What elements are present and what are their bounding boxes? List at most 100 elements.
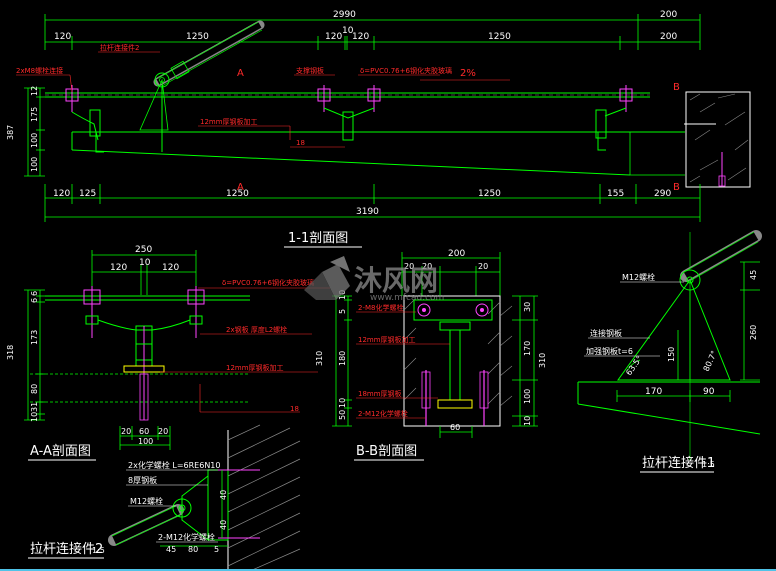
bb-bot-60: 60: [450, 423, 460, 432]
c2-label-anchor: 2x化学螺栓 L=6RE6N10: [128, 460, 220, 470]
concrete-wall: [684, 91, 751, 188]
aa-dim-250: 250: [135, 245, 152, 255]
bb-dim-200: 200: [448, 249, 465, 259]
label-18: 18: [296, 139, 305, 147]
watermark: 沐风网 www.mfcad.com: [304, 256, 444, 303]
bb-right-10: 10: [523, 416, 532, 426]
dim-top-120c: 120: [352, 32, 369, 42]
bb-left-180: 180: [338, 351, 347, 366]
section-a-a-title: A-A剖面图: [30, 444, 91, 459]
c2-dim-5: 5: [214, 545, 219, 554]
section-1-1-title: 1-1剖面图: [288, 231, 348, 246]
left-total-dim: 387: [6, 125, 15, 140]
steel-beam: [71, 131, 685, 176]
section-b-b-title: B-B剖面图: [356, 444, 417, 459]
dim-top-120a: 120: [54, 32, 71, 42]
dim-top-10: 10: [342, 26, 354, 36]
c1-angle-b: 80.7°: [702, 349, 719, 373]
c2-dim-40b: 40: [219, 520, 228, 530]
dim-bot-120: 120: [53, 189, 70, 199]
bb-right-100: 100: [523, 389, 532, 404]
section-mark-b-top: B: [673, 82, 680, 93]
bb-label-18: 18mm厚钢板: [358, 389, 402, 398]
dim-bot-1250a: 1250: [226, 189, 249, 199]
left-dim-100a: 100: [30, 133, 39, 148]
overall-bottom-dim: 3190: [356, 207, 379, 217]
section-a-a: 250 120 10 120: [6, 245, 330, 461]
section-1-1: 2990 200 120 1250 120 10 120 1250 200: [6, 10, 751, 248]
bb-left-10b: 10: [338, 398, 347, 408]
dim-top-200b: 200: [660, 32, 677, 42]
dim-top-1250b: 1250: [488, 32, 511, 42]
aa-label-18: 18: [290, 405, 299, 413]
bb-left-5: 5: [338, 309, 347, 314]
c2-dim-45: 45: [166, 545, 176, 554]
bb-dim-20a: 20: [404, 262, 414, 271]
watermark-url: www.mfcad.com: [370, 293, 444, 303]
aa-left-10: 10: [30, 412, 39, 422]
watermark-text: 沐风网: [354, 264, 438, 297]
bb-dim-20c: 20: [478, 262, 488, 271]
aa-left-173: 173: [30, 330, 39, 345]
bb-right-170: 170: [523, 341, 532, 356]
connector-1-scale: 1:5: [702, 460, 715, 469]
aa-left-80: 80: [30, 384, 39, 394]
aa-label-bolt: 2x钢板 厚度L2螺栓: [226, 325, 287, 334]
section-mark-a-top: A: [237, 68, 244, 79]
bb-dim-20b: 20: [422, 262, 432, 271]
c2-label-bolt: M12螺栓: [130, 496, 163, 506]
dim-top-120b: 120: [325, 32, 342, 42]
c1-dim-90: 90: [703, 387, 715, 397]
aa-bot-100: 100: [138, 437, 153, 446]
connector-2-detail: 40 40 45 80 5 2x化学螺栓 L=6RE6N10 8厚钢板 M12螺…: [28, 424, 301, 571]
aa-left-31: 31: [30, 402, 39, 412]
section-mark-b-bottom: B: [673, 182, 680, 193]
c1-angle-a: 63.5°: [624, 354, 644, 377]
aa-label-glass: δ=PVC0.76+6钢化夹胶玻璃: [222, 278, 314, 287]
c2-dim-80: 80: [188, 545, 198, 554]
connector-2-title: 拉杆连接件2: [30, 541, 103, 557]
dim-bot-155: 155: [607, 189, 624, 199]
aa-left-total: 318: [6, 345, 15, 360]
aa-bot-20a: 20: [121, 427, 131, 436]
bb-left-total: 310: [315, 351, 324, 366]
dim-bot-125: 125: [79, 189, 96, 199]
left-dim-100b: 100: [30, 157, 39, 172]
section-b-b: 200 20 20 20: [315, 249, 547, 461]
spider-fitting-3: [595, 85, 633, 139]
label-plate: 支撑钢板: [296, 66, 324, 75]
aa-bot-60: 60: [139, 427, 149, 436]
bb-right-30: 30: [523, 302, 532, 312]
connector-1-detail: 170 90 45 260 150 63.5° 80.7° M12螺栓 连接钢板…: [577, 230, 762, 473]
bb-label-bolt-top: 2-M8化学螺栓: [358, 303, 403, 312]
left-dim-12: 12: [30, 86, 39, 96]
c1-dim-260: 260: [749, 325, 758, 340]
connector-2-scale: 1:5: [92, 546, 105, 555]
label-bolt: 2xM8螺栓连接: [16, 66, 63, 75]
c1-dim-150: 150: [667, 347, 676, 362]
dim-top-1250a: 1250: [186, 32, 209, 42]
spider-fitting-2: [317, 85, 381, 141]
aa-bot-20b: 20: [158, 427, 168, 436]
slope-label: 2%: [460, 68, 476, 79]
bb-right-total: 310: [538, 353, 547, 368]
c2-label-plate: 8厚钢板: [128, 475, 157, 485]
c1-dim-170: 170: [645, 387, 662, 397]
dim-top-200a: 200: [660, 10, 677, 20]
section-mark-a-bottom: A: [237, 182, 244, 193]
label-connector: 拉杆连接件2: [100, 43, 139, 52]
dim-bot-1250b: 1250: [478, 189, 501, 199]
aa-label-plate: 12mm厚钢板加工: [226, 363, 284, 372]
aa-left-6a: 6: [30, 291, 39, 296]
bb-label-plate: 12mm厚钢板加工: [358, 335, 416, 344]
aa-dim-120b: 120: [162, 263, 179, 273]
c1-label-bolt: M12螺栓: [622, 272, 655, 282]
aa-left-6b: 6: [30, 298, 39, 303]
bb-left-10a: 10: [338, 290, 347, 300]
c1-dim-45: 45: [749, 270, 758, 280]
c2-label-chem-bolt: 2-M12化学螺栓: [158, 532, 215, 542]
overall-top-dim: 2990: [333, 10, 356, 20]
bb-left-50: 50: [338, 410, 347, 420]
label-glass: δ=PVC0.76+6钢化夹胶玻璃: [360, 66, 452, 75]
